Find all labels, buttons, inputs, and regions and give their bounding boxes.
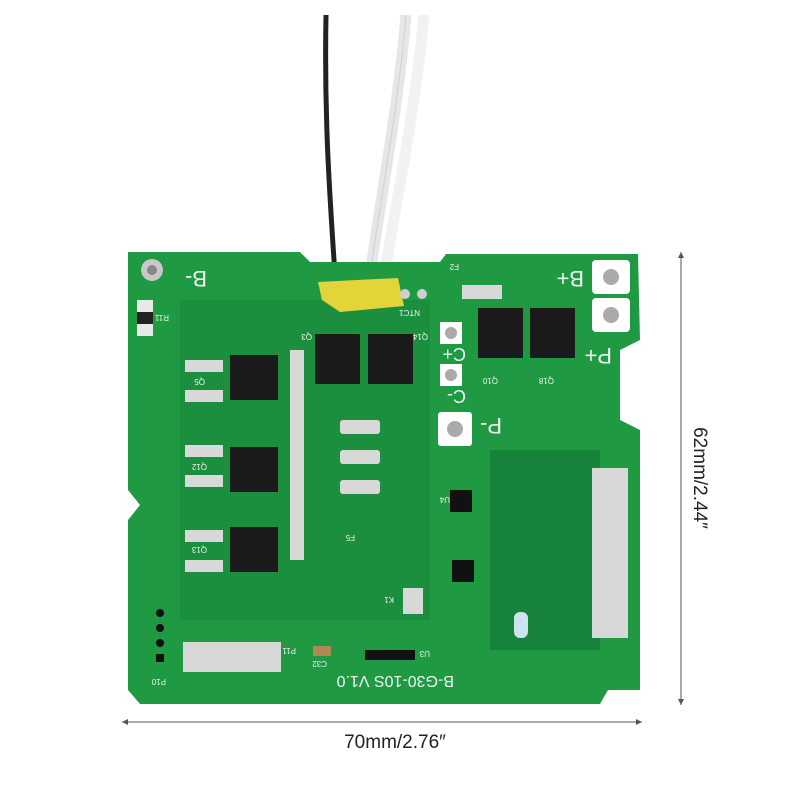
height-label: 62mm/2.44″ [689, 427, 710, 529]
ref-ntc1: NTC1 [399, 308, 420, 317]
ref-u4: U4 [439, 495, 450, 504]
ref-q14: Q14 [412, 332, 428, 341]
capacitor-c32 [313, 646, 331, 656]
width-dimension: 70mm/2.76″ [122, 719, 642, 753]
ref-f2: F2 [449, 262, 459, 271]
component-designators: Q5 Q12 Q13 Q3 Q14 Q10 Q18 F5 U3 U4 K1 P1… [151, 262, 554, 686]
ic-u3 [365, 650, 415, 660]
wires [323, 14, 430, 291]
ref-q13: Q13 [191, 545, 207, 554]
label-c-minus: C- [447, 386, 466, 406]
ref-c32: C32 [312, 659, 327, 668]
ref-r11: R11 [154, 313, 169, 322]
label-p-plus: P+ [584, 343, 612, 368]
led [514, 612, 528, 638]
pcb-board: B- B+ P+ P- C+ C- B-G30-10S V1.0 Q5 Q12 … [128, 252, 640, 704]
ref-q12: Q12 [191, 462, 207, 471]
label-b-minus: B- [185, 266, 207, 291]
button-k1 [403, 588, 423, 614]
ic-u4 [450, 490, 472, 512]
ref-p11: P11 [282, 646, 296, 655]
ref-q5: Q5 [194, 377, 205, 386]
ntc1-pad [400, 289, 410, 299]
connector-p11 [183, 642, 281, 672]
ref-q10: Q10 [482, 376, 498, 385]
label-b-plus: B+ [556, 266, 584, 291]
label-c-plus: C+ [442, 344, 466, 364]
mosfets [230, 308, 575, 572]
width-label: 70mm/2.76″ [344, 732, 446, 753]
ref-u3: U3 [419, 649, 430, 658]
board-model-label: B-G30-10S V1.0 [337, 672, 455, 689]
balance-connector [592, 468, 628, 638]
ref-q18: Q18 [538, 376, 554, 385]
label-p-minus: P- [480, 413, 502, 438]
ref-f5: F5 [345, 533, 355, 542]
ref-q3: Q3 [301, 332, 312, 341]
ref-p10: P10 [151, 677, 166, 686]
height-dimension: 62mm/2.44″ [678, 252, 710, 705]
yellow-tape [318, 278, 404, 312]
ref-k1: K1 [384, 595, 394, 604]
